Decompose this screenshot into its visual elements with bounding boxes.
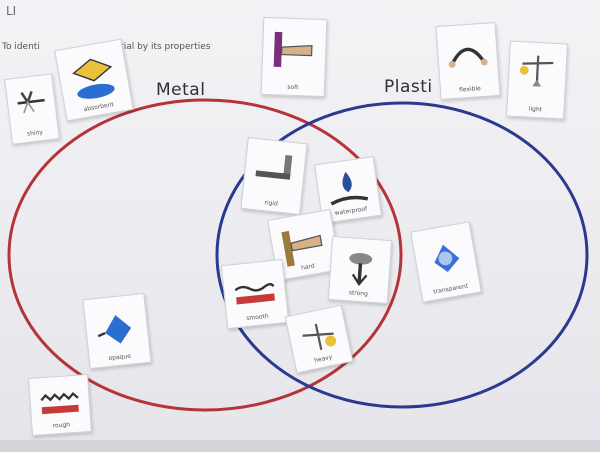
plastic-set-label: Plasti <box>384 77 433 97</box>
card-heavy[interactable]: heavy <box>284 304 354 374</box>
card-rough[interactable]: rough <box>28 373 92 437</box>
weight-lift-icon <box>349 253 373 286</box>
card-strong[interactable]: strong <box>327 235 393 305</box>
card-shiny-caption: shiny <box>26 128 44 138</box>
card-opaque[interactable]: opaque <box>82 292 152 370</box>
rigid-bar-icon <box>255 154 293 180</box>
opaque-shape-icon <box>97 315 132 344</box>
card-flexible[interactable]: flexible <box>435 21 501 101</box>
finger-press-hard-icon <box>281 230 323 267</box>
transparent-glass-icon <box>434 244 460 272</box>
mortarboard-water-icon <box>72 58 115 99</box>
finger-press-icon <box>273 31 313 68</box>
card-soft-caption: soft <box>287 83 299 92</box>
card-waterproof[interactable]: waterproof <box>314 156 382 224</box>
scale-heavy-icon <box>302 323 337 350</box>
card-flexible-caption: flexible <box>458 85 482 94</box>
card-strong-caption: strong <box>348 289 369 298</box>
floor-strip <box>0 440 600 452</box>
bending-rope-icon <box>448 47 488 68</box>
card-rigid-caption: rigid <box>264 199 279 208</box>
objective-end-text: rial by its properties <box>120 42 211 52</box>
metal-ring <box>7 98 403 412</box>
card-rigid[interactable]: rigid <box>240 137 308 215</box>
plastic-ring <box>215 101 589 409</box>
smooth-surface-icon <box>234 283 275 305</box>
objective-start-text: To identi <box>2 42 40 52</box>
card-light[interactable]: light <box>506 40 568 120</box>
card-absorbent[interactable]: absorbent <box>54 38 134 122</box>
scale-light-icon <box>519 55 554 87</box>
water-drop-icon <box>330 171 369 206</box>
card-transparent[interactable]: transparent <box>410 221 482 303</box>
card-rough-caption: rough <box>52 421 71 430</box>
rough-surface-icon <box>40 391 79 415</box>
metal-set-label: Metal <box>156 80 206 100</box>
card-smooth[interactable]: smooth <box>220 258 290 330</box>
reflection-icon <box>17 90 45 114</box>
card-hard[interactable]: hard <box>267 208 341 282</box>
card-soft[interactable]: soft <box>260 16 328 98</box>
worksheet-title-fragment: LI <box>6 4 17 18</box>
card-shiny[interactable]: shiny <box>4 73 60 145</box>
card-light-caption: light <box>528 105 543 114</box>
